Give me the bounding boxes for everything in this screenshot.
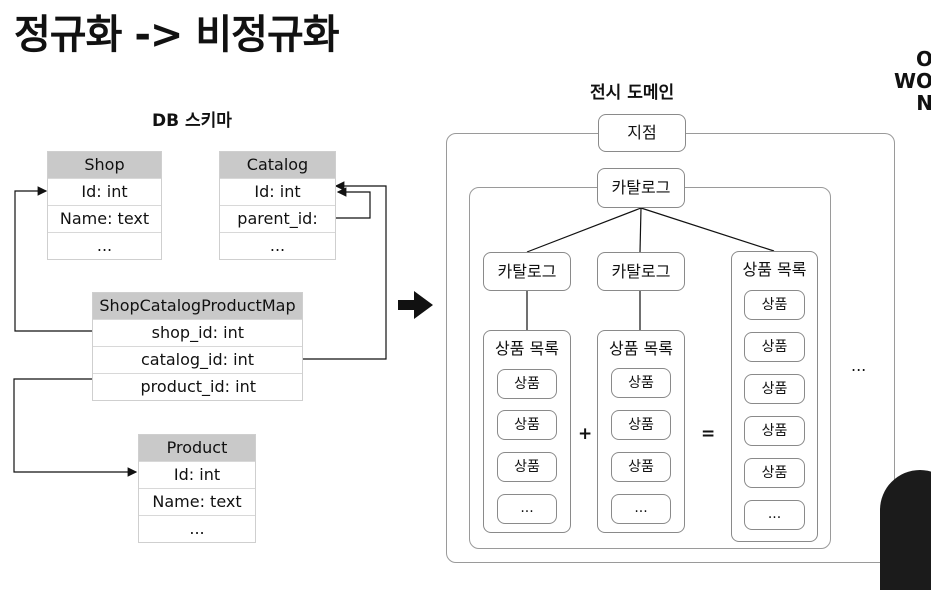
product-item: 상품 <box>611 410 671 440</box>
brand-logo: O WO N <box>893 47 931 115</box>
product-item-more: ... <box>611 494 671 524</box>
catalog-table-header: Catalog <box>220 152 335 178</box>
shop-table-row: Id: int <box>48 178 161 205</box>
catalog-node-left: 카탈로그 <box>483 252 571 291</box>
product-table-header: Product <box>139 435 255 461</box>
product-table-row: ... <box>139 515 255 542</box>
product-item: 상품 <box>744 290 805 320</box>
presenter-video <box>880 470 931 590</box>
catalog-fk-arrow <box>302 181 387 360</box>
schema-heading: DB 스키마 <box>152 111 232 131</box>
map-table: ShopCatalogProductMap shop_id: int catal… <box>92 292 303 401</box>
product-table-row: Name: text <box>139 488 255 515</box>
schema-connectors <box>13 181 387 477</box>
product-table-row: Id: int <box>139 461 255 488</box>
product-item: 상품 <box>744 416 805 446</box>
product-item: 상품 <box>497 410 557 440</box>
product-table: Product Id: int Name: text ... <box>138 434 256 543</box>
outer-ellipsis: ... <box>851 356 867 375</box>
catalog-table-row: ... <box>220 232 335 259</box>
equals-sign: = <box>701 424 716 444</box>
catalog-table: Catalog Id: int parent_id: ... <box>219 151 336 260</box>
shop-table-header: Shop <box>48 152 161 178</box>
product-item-more: ... <box>744 500 805 530</box>
product-fk-arrow <box>13 378 138 477</box>
store-node: 지점 <box>598 114 686 152</box>
product-item: 상품 <box>611 452 671 482</box>
product-item: 상품 <box>611 368 671 398</box>
product-item: 상품 <box>744 458 805 488</box>
product-list-label: 상품 목록 <box>742 260 807 279</box>
catalog-node-mid: 카탈로그 <box>597 252 685 291</box>
catalog-table-row: parent_id: <box>220 205 335 232</box>
catalog-self-arrow <box>336 187 371 219</box>
domain-heading: 전시 도메인 <box>590 83 675 103</box>
plus-sign: + <box>578 424 593 444</box>
product-item: 상품 <box>497 452 557 482</box>
product-item: 상품 <box>744 374 805 404</box>
page-title: 정규화 -> 비정규화 <box>14 12 340 58</box>
map-table-row: product_id: int <box>93 373 302 400</box>
shop-table-row: ... <box>48 232 161 259</box>
map-table-row: shop_id: int <box>93 319 302 346</box>
product-list-label: 상품 목록 <box>495 339 559 358</box>
map-table-row: catalog_id: int <box>93 346 302 373</box>
catalog-node: 카탈로그 <box>597 168 685 208</box>
shop-table: Shop Id: int Name: text ... <box>47 151 162 260</box>
domain-connectors <box>526 207 775 330</box>
product-item: 상품 <box>744 332 805 362</box>
catalog-table-row: Id: int <box>220 178 335 205</box>
shop-fk-arrow <box>14 186 92 332</box>
product-list-label: 상품 목록 <box>609 339 673 358</box>
product-item: 상품 <box>497 369 557 399</box>
product-item-more: ... <box>497 494 557 524</box>
transform-arrow-icon <box>398 291 433 319</box>
map-table-header: ShopCatalogProductMap <box>93 293 302 319</box>
shop-table-row: Name: text <box>48 205 161 232</box>
